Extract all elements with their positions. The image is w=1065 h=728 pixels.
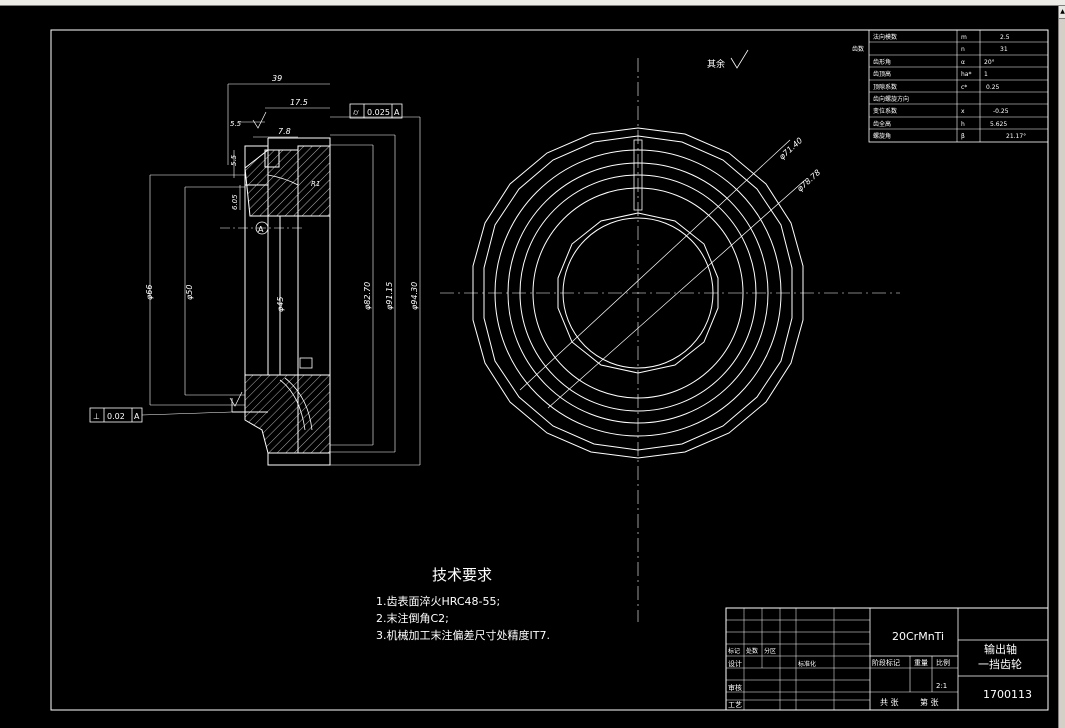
sheets-label: 共 张 <box>880 698 899 707</box>
part-name-line1: 输出轴 <box>984 642 1017 656</box>
param-symbol: h <box>961 121 965 128</box>
dim-17-5: 17.5 <box>290 98 308 107</box>
weight-label: 重量 <box>914 659 928 667</box>
param-symbol: c* <box>961 84 967 91</box>
zone-label: 分区 <box>764 647 776 655</box>
param-value: 31 <box>1000 46 1008 53</box>
front-view: φ71.40 φ78.78 <box>440 58 900 622</box>
roughness-icon <box>730 49 749 69</box>
surface-note: 其余 <box>707 58 725 70</box>
roughness-icon <box>252 111 267 129</box>
dim-5-5-left: 5.5 <box>230 154 238 166</box>
param-label: 螺旋角 <box>873 132 891 140</box>
vertical-scrollbar[interactable]: ▲ <box>1058 6 1065 728</box>
roughness-icon <box>229 391 243 407</box>
param-symbol: x <box>961 108 965 115</box>
dim-d66: φ66 <box>145 285 154 300</box>
stage-label: 阶段标记 <box>872 658 900 667</box>
part-name-line2: 一挡齿轮 <box>978 657 1022 671</box>
tech-requirement-item: 1.齿表面淬火HRC48-55; <box>376 594 500 608</box>
title-block: 20CrMnTi 输出轴 一挡齿轮 1700113 阶段标记 重量 比例 2:1… <box>725 607 1049 711</box>
toolbar-segment[interactable] <box>530 0 661 5</box>
param-value: 20° <box>984 59 995 66</box>
tolerance-top-value: 0.025 <box>367 108 390 117</box>
window-top-bar <box>0 0 1065 6</box>
param-label: 齿顶高 <box>873 70 891 78</box>
tech-requirements-title: 技术要求 <box>432 566 492 584</box>
toolbar-segment[interactable] <box>370 0 531 5</box>
gear-parameter-table: 法向模数 m 2.5 齿数 n 31 齿形角 α 20° 齿顶高 ha* 1 顶… <box>852 29 1049 143</box>
param-label: 法向模数 <box>873 33 897 41</box>
param-label: 顶隙系数 <box>873 83 897 91</box>
dim-6-05: 6.05 <box>231 194 239 210</box>
tech-requirements: 技术要求 1.齿表面淬火HRC48-55; 2.末注倒角C2; 3.机械加工末注… <box>376 566 550 642</box>
dim-top-width: 39 <box>272 74 282 83</box>
tolerance-bottom-value: 0.02 <box>107 412 125 421</box>
param-label: 齿向螺旋方向 <box>873 95 909 103</box>
svg-text:⊥: ⊥ <box>93 412 100 421</box>
datum-ref-bottom: A <box>134 412 140 421</box>
hatch-region <box>244 374 299 454</box>
dim-d82-70: φ82.70 <box>363 282 372 310</box>
param-symbol: ha* <box>961 71 971 78</box>
gear-outer-outline <box>472 127 804 459</box>
process-label: 工艺 <box>728 701 742 709</box>
drawing-border <box>50 29 1049 711</box>
section-view: ⌭ 0.025 A ⊥ 0.02 A A 39 17.5 7.8 5.5 5.5… <box>89 74 421 466</box>
sheet-label: 第 张 <box>920 697 939 707</box>
param-symbol: α <box>961 59 965 66</box>
cad-canvas[interactable]: ⌭ 0.025 A ⊥ 0.02 A A 39 17.5 7.8 5.5 5.5… <box>0 6 1058 728</box>
design-label: 设计 <box>728 659 742 668</box>
param-symbol: β <box>961 133 965 140</box>
dim-d78-78: φ78.78 <box>795 168 822 194</box>
param-value: 21.17° <box>1006 133 1026 140</box>
param-symbol: n <box>961 46 965 53</box>
param-label: 齿数 <box>852 45 864 53</box>
scale-value: 2:1 <box>936 682 947 690</box>
dim-radius: R1 <box>311 180 320 188</box>
dim-7-8: 7.8 <box>278 127 291 136</box>
param-label: 齿形角 <box>873 58 891 66</box>
dim-d91-15: φ91.15 <box>385 282 394 310</box>
hatch-region <box>297 374 331 454</box>
hatch-region <box>244 149 299 217</box>
param-label: 齿全高 <box>873 120 891 128</box>
count-label: 处数 <box>746 647 758 655</box>
svg-text:⌭: ⌭ <box>353 108 359 117</box>
param-value: 0.25 <box>986 84 1000 91</box>
param-value: 5.625 <box>990 121 1007 128</box>
toolbar-segment[interactable] <box>60 0 151 5</box>
material-name: 20CrMnTi <box>892 630 944 643</box>
tech-requirement-item: 3.机械加工末注偏差尺寸处精度IT7. <box>376 628 550 642</box>
standard-label: 标准化 <box>798 660 816 668</box>
mark-label: 标记 <box>728 647 740 655</box>
dim-d50: φ50 <box>185 285 194 300</box>
drawing-number: 1700113 <box>983 688 1032 701</box>
datum-ref-top: A <box>394 108 400 117</box>
param-value: -0.25 <box>993 108 1009 115</box>
param-value: 2.5 <box>1000 34 1010 41</box>
dim-d71-40: φ71.40 <box>777 136 804 162</box>
toolbar-segment[interactable] <box>210 0 371 5</box>
toolbar-segment[interactable] <box>0 0 61 5</box>
toolbar-segment[interactable] <box>660 0 1065 5</box>
tech-requirement-item: 2.末注倒角C2; <box>376 611 449 625</box>
scale-label: 比例 <box>936 658 950 667</box>
dim-5-5: 5.5 <box>230 120 242 128</box>
check-label: 审核 <box>728 683 742 692</box>
param-label: 变位系数 <box>873 107 897 115</box>
scroll-up-icon[interactable]: ▲ <box>1059 6 1065 19</box>
param-value: 1 <box>984 71 988 78</box>
datum-marker: A <box>258 225 264 234</box>
param-symbol: m <box>961 34 967 41</box>
dim-d94-30: φ94.30 <box>410 282 419 310</box>
dim-d45: φ45 <box>276 297 285 312</box>
toolbar-segment[interactable] <box>150 0 211 5</box>
